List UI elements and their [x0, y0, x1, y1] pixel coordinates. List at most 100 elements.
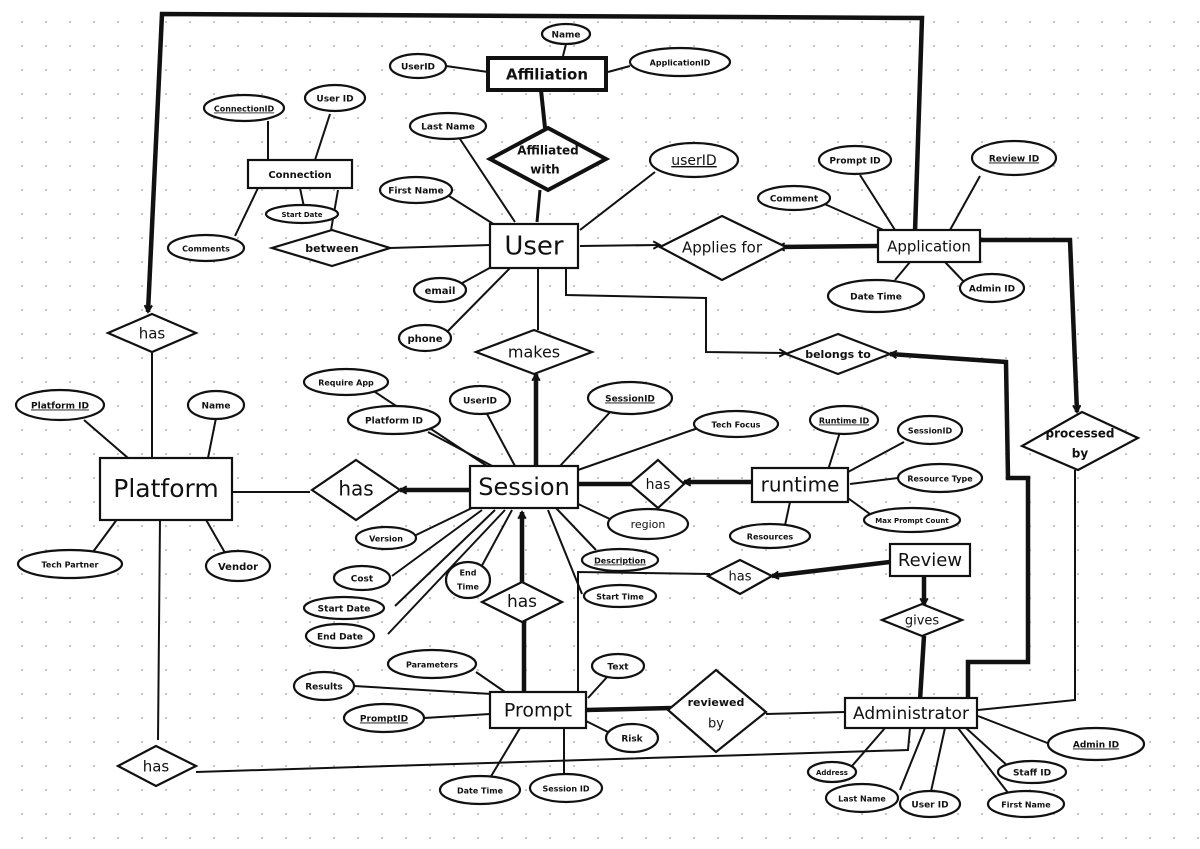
attr-rt-maxpromptcount[interactable]: Max Prompt Count — [862, 506, 962, 534]
attr-ad-adminid[interactable]: Admin ID — [1046, 726, 1146, 762]
attr-sess-enddate[interactable]: End Date — [304, 622, 376, 650]
attr-aff-name[interactable]: Name — [540, 22, 592, 46]
attr-app-comment[interactable]: Comment — [756, 184, 832, 212]
rel-between[interactable]: between — [268, 228, 394, 268]
attr-rt-sessionid[interactable]: SessionID — [896, 414, 964, 446]
attributes: Name UserID ApplicationID ConnectionID U… — [14, 22, 1146, 819]
attr-pr-sessionid[interactable]: Session ID — [528, 772, 604, 804]
attr-aff-userid-label: UserID — [401, 63, 435, 73]
attr-user-firstname[interactable]: First Name — [378, 175, 454, 205]
attr-ad-staffid[interactable]: Staff ID — [996, 759, 1068, 785]
attr-conn-userid[interactable]: User ID — [303, 83, 367, 113]
attr-sess-requireapp[interactable]: Require App — [302, 367, 390, 397]
attr-aff-applicationid[interactable]: ApplicationID — [628, 46, 732, 78]
attr-pr-text[interactable]: Text — [590, 652, 646, 680]
attr-plat-techpartner[interactable]: Tech Partner — [16, 548, 124, 580]
attr-sess-starttime-label: Start Time — [596, 593, 644, 602]
attr-app-adminid[interactable]: Admin ID — [958, 272, 1026, 304]
entity-session[interactable]: Session — [468, 464, 580, 510]
attr-conn-connectionid[interactable]: ConnectionID — [202, 93, 286, 123]
attr-sess-cost[interactable]: Cost — [332, 564, 392, 592]
attr-app-promptid-label: Prompt ID — [829, 157, 880, 167]
rel-has-session-runtime[interactable]: has — [628, 458, 686, 510]
attr-plat-platformid[interactable]: Platform ID — [14, 388, 106, 422]
attr-rt-resources[interactable]: Resources — [728, 522, 812, 550]
attr-sess-sessionid[interactable]: SessionID — [586, 380, 674, 416]
rel-reviewed-by-line1: reviewed — [688, 696, 745, 709]
attr-sess-techfocus[interactable]: Tech Focus — [692, 409, 780, 439]
attr-plat-name[interactable]: Name — [186, 389, 246, 421]
attr-pr-results[interactable]: Results — [292, 670, 356, 702]
rel-has-platform-session[interactable]: has — [310, 458, 402, 522]
attr-rt-runtimeid[interactable]: Runtime ID — [808, 404, 880, 436]
attr-ad-address[interactable]: Address — [806, 760, 858, 784]
entity-administrator[interactable]: Administrator — [843, 696, 979, 730]
attr-pr-risk[interactable]: Risk — [604, 722, 660, 754]
rel-has-prompt-session-label: has — [507, 592, 537, 612]
attr-conn-comments[interactable]: Comments — [166, 233, 246, 263]
attr-pr-datetime[interactable]: Date Time — [438, 774, 522, 806]
entity-prompt[interactable]: Prompt — [488, 690, 588, 730]
entity-affiliation[interactable]: Affiliation — [486, 56, 608, 92]
entity-platform[interactable]: Platform — [98, 456, 234, 522]
rel-has-platform-admin[interactable]: has — [115, 744, 199, 788]
entity-runtime[interactable]: runtime — [750, 466, 850, 504]
attr-conn-startdate[interactable]: Start Date — [264, 203, 340, 225]
attr-rt-resourcetype[interactable]: Resource Type — [896, 462, 984, 494]
attr-ad-address-label: Address — [816, 769, 848, 777]
attr-sess-description[interactable]: Description — [580, 547, 660, 573]
attr-rt-resourcetype-label: Resource Type — [907, 475, 973, 484]
attr-sess-region[interactable]: region — [606, 507, 690, 541]
entity-application[interactable]: Application — [876, 228, 982, 264]
attr-aff-userid[interactable]: UserID — [388, 52, 448, 80]
rel-applies-for[interactable]: Applies for — [657, 214, 789, 282]
attr-sess-version[interactable]: Version — [354, 525, 418, 551]
attr-pr-promptid[interactable]: PromptID — [342, 702, 426, 734]
attr-rt-resources-label: Resources — [747, 533, 794, 542]
attr-ad-userid[interactable]: User ID — [898, 789, 962, 819]
entity-affiliation-label: Affiliation — [506, 66, 588, 84]
entity-user-label: User — [504, 232, 564, 262]
attr-plat-vendor[interactable]: Vendor — [204, 549, 272, 583]
rel-has-review-session[interactable]: has — [705, 558, 775, 596]
attr-sess-userid[interactable]: UserID — [448, 384, 512, 416]
attr-sess-starttime[interactable]: Start Time — [582, 583, 658, 609]
rel-has-user-platform[interactable]: has — [105, 312, 199, 354]
rel-affiliated-with[interactable]: Affiliated with — [485, 125, 611, 193]
attr-ad-lastname[interactable]: Last Name — [824, 782, 900, 814]
attr-conn-comments-label: Comments — [182, 245, 230, 254]
attr-pr-text-label: Text — [607, 663, 629, 673]
entity-connection[interactable]: Connection — [246, 158, 354, 190]
rel-has-platform-session-label: has — [338, 477, 373, 501]
attr-user-phone[interactable]: phone — [397, 323, 453, 353]
attr-user-userid[interactable]: userID — [648, 141, 740, 179]
attr-app-reviewid[interactable]: Review ID — [970, 139, 1058, 177]
attr-app-promptid[interactable]: Prompt ID — [817, 144, 893, 176]
rel-has-prompt-session[interactable]: has — [479, 580, 565, 624]
attr-user-email-label: email — [425, 286, 456, 297]
entity-user[interactable]: User — [488, 222, 580, 270]
entity-review[interactable]: Review — [888, 542, 972, 578]
attr-sess-enddate-label: End Date — [317, 633, 363, 643]
attr-sess-platformid-label: Platform ID — [365, 417, 423, 427]
attr-conn-startdate-label: Start Date — [282, 211, 323, 219]
rel-gives[interactable]: gives — [879, 602, 965, 638]
entity-runtime-label: runtime — [761, 473, 840, 497]
attr-ad-firstname[interactable]: First Name — [986, 789, 1066, 819]
attr-app-datetime[interactable]: Date Time — [826, 278, 926, 314]
attr-rt-runtimeid-label: Runtime ID — [819, 417, 870, 426]
attr-sess-platformid[interactable]: Platform ID — [346, 404, 442, 436]
rel-belongs-to[interactable]: belongs to — [782, 332, 894, 376]
rel-gives-label: gives — [905, 614, 940, 629]
rel-reviewed-by[interactable]: reviewed by — [666, 668, 768, 754]
attr-app-reviewid-label: Review ID — [989, 155, 1039, 165]
rel-has-user-platform-label: has — [139, 325, 166, 343]
rel-makes[interactable]: makes — [472, 328, 596, 376]
rel-reviewed-by-line2: by — [708, 717, 724, 732]
rel-processed-by[interactable]: processed by — [1019, 410, 1141, 472]
attr-user-email[interactable]: email — [412, 276, 468, 304]
attr-pr-parameters[interactable]: Parameters — [386, 648, 478, 680]
attr-sess-startdate[interactable]: Start Date — [302, 595, 386, 621]
attr-user-lastname[interactable]: Last Name — [408, 111, 488, 141]
